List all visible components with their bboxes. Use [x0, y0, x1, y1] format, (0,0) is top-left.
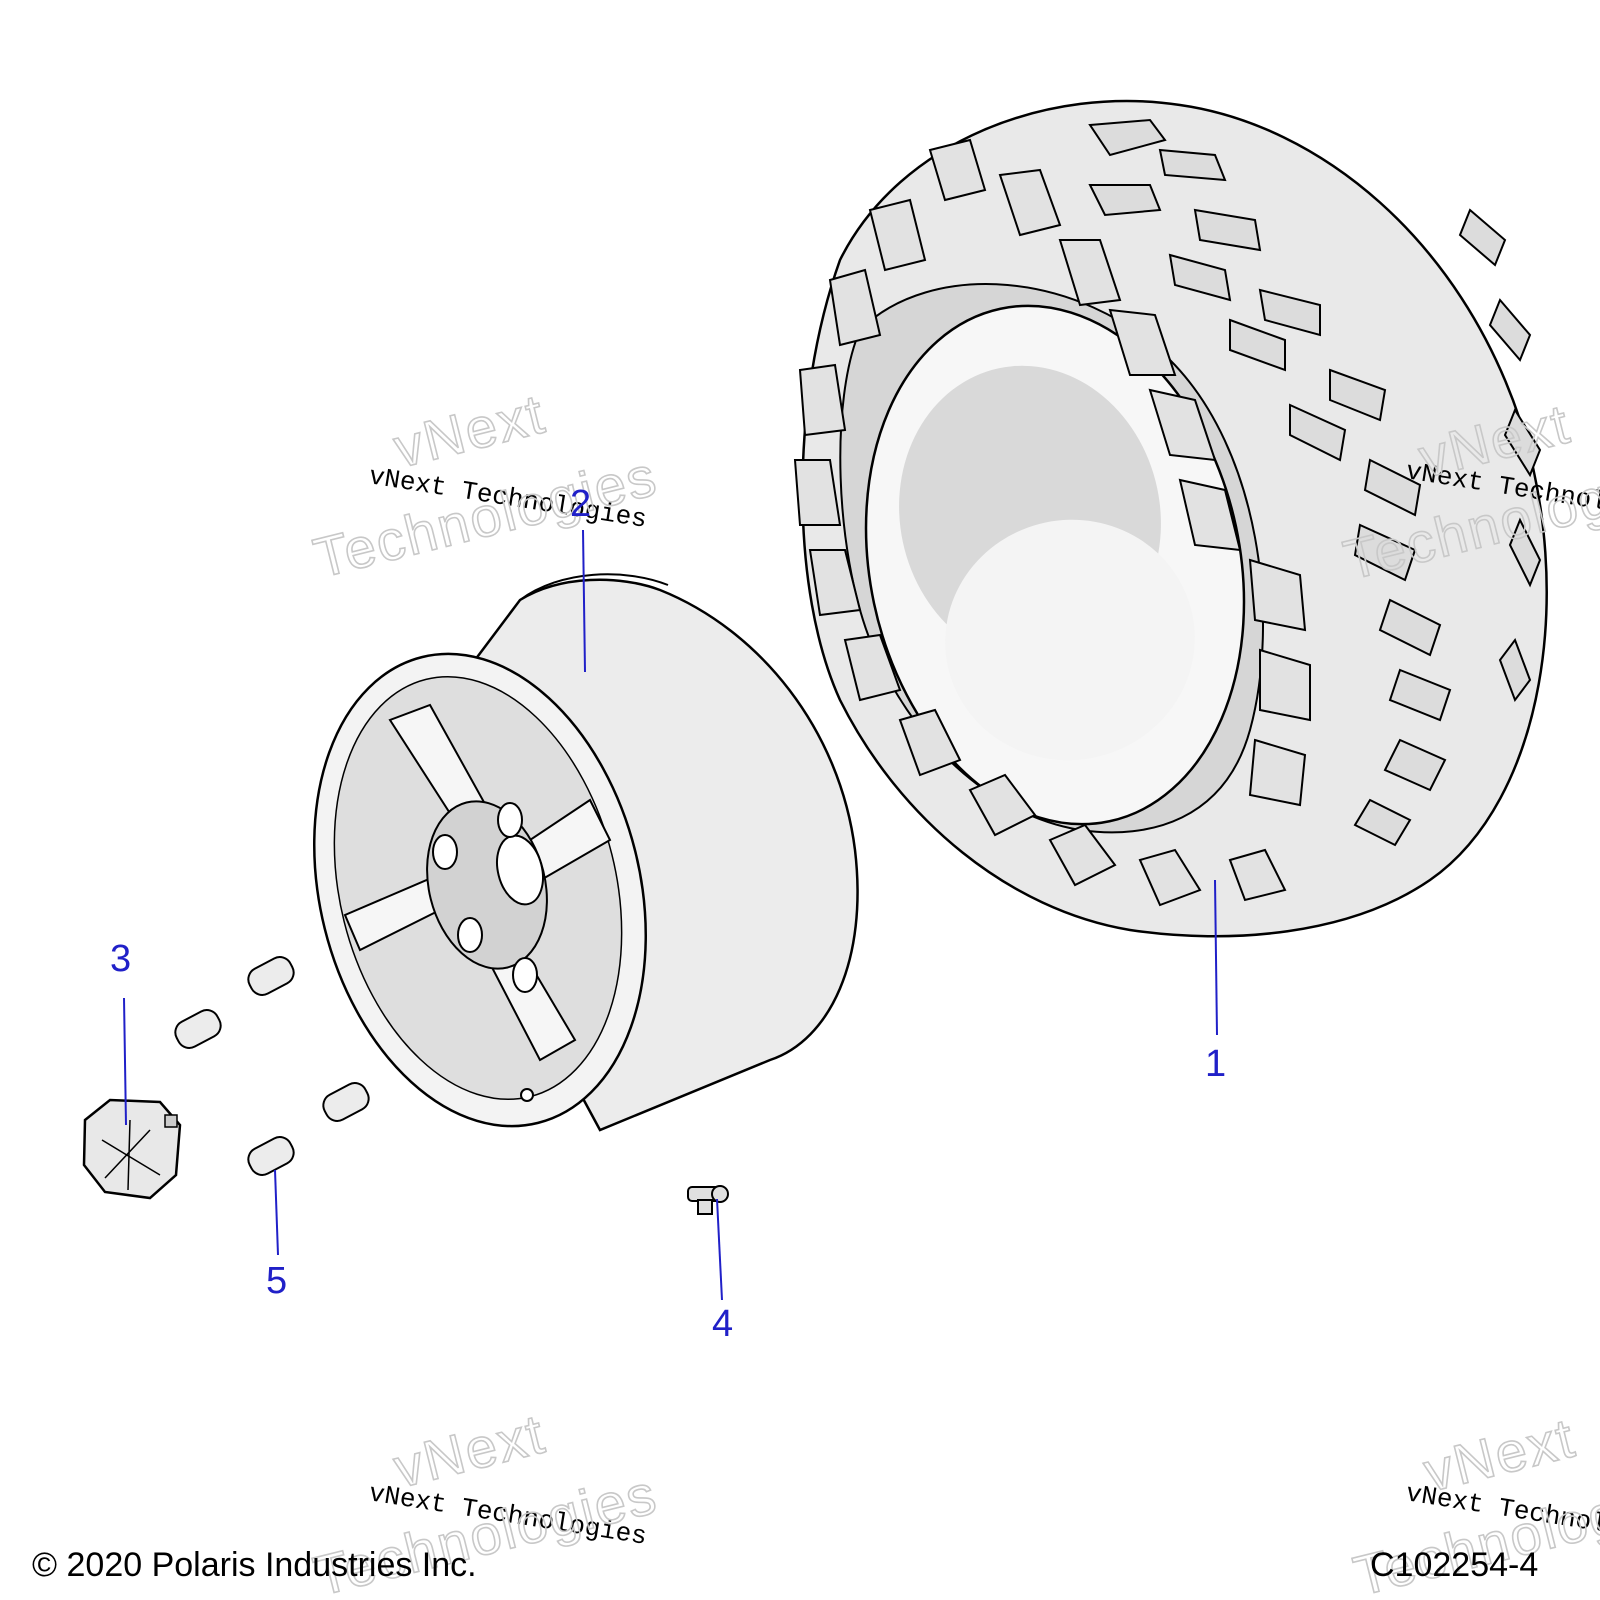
tread-lugs: [1088, 118, 1542, 847]
center-cap: [82, 1098, 182, 1200]
shoulder-lugs: [793, 138, 1311, 907]
callout-4[interactable]: 4: [712, 1303, 734, 1345]
lug-nut: [322, 1082, 370, 1122]
leader-line-2: [582, 529, 586, 673]
wheel-back-lip: [519, 573, 669, 601]
leader-line-5: [274, 1169, 279, 1256]
leader-line-1: [1214, 879, 1218, 1036]
wheel: [313, 573, 859, 1132]
tire: [793, 99, 1548, 938]
wheel-valve-hole: [520, 1088, 534, 1102]
lug-nuts: [174, 956, 370, 1176]
callout-3[interactable]: 3: [110, 938, 132, 980]
lug-nut: [247, 956, 295, 996]
leader-line-4: [716, 1198, 723, 1301]
copyright-text: © 2020 Polaris Industries Inc.: [32, 1546, 477, 1584]
callout-1[interactable]: 1: [1205, 1043, 1227, 1085]
lug-nut: [174, 1009, 222, 1049]
leader-line-3: [123, 997, 127, 1126]
tire-inner-highlight: [945, 519, 1195, 761]
watermark-big: Technologies: [308, 444, 664, 590]
watermark-big: vNext: [1418, 1405, 1582, 1503]
callout-2[interactable]: 2: [570, 483, 592, 525]
leader-lines: [123, 529, 1218, 1301]
watermark-big: vNext: [388, 1401, 552, 1499]
diagram-code: C102254-4: [1370, 1546, 1539, 1584]
wheel-lug-holes: [432, 802, 538, 993]
lug-nut: [247, 1136, 295, 1176]
callout-5[interactable]: 5: [266, 1260, 288, 1302]
valve-stem: [687, 1185, 729, 1215]
watermark-big: vNext: [388, 381, 552, 479]
